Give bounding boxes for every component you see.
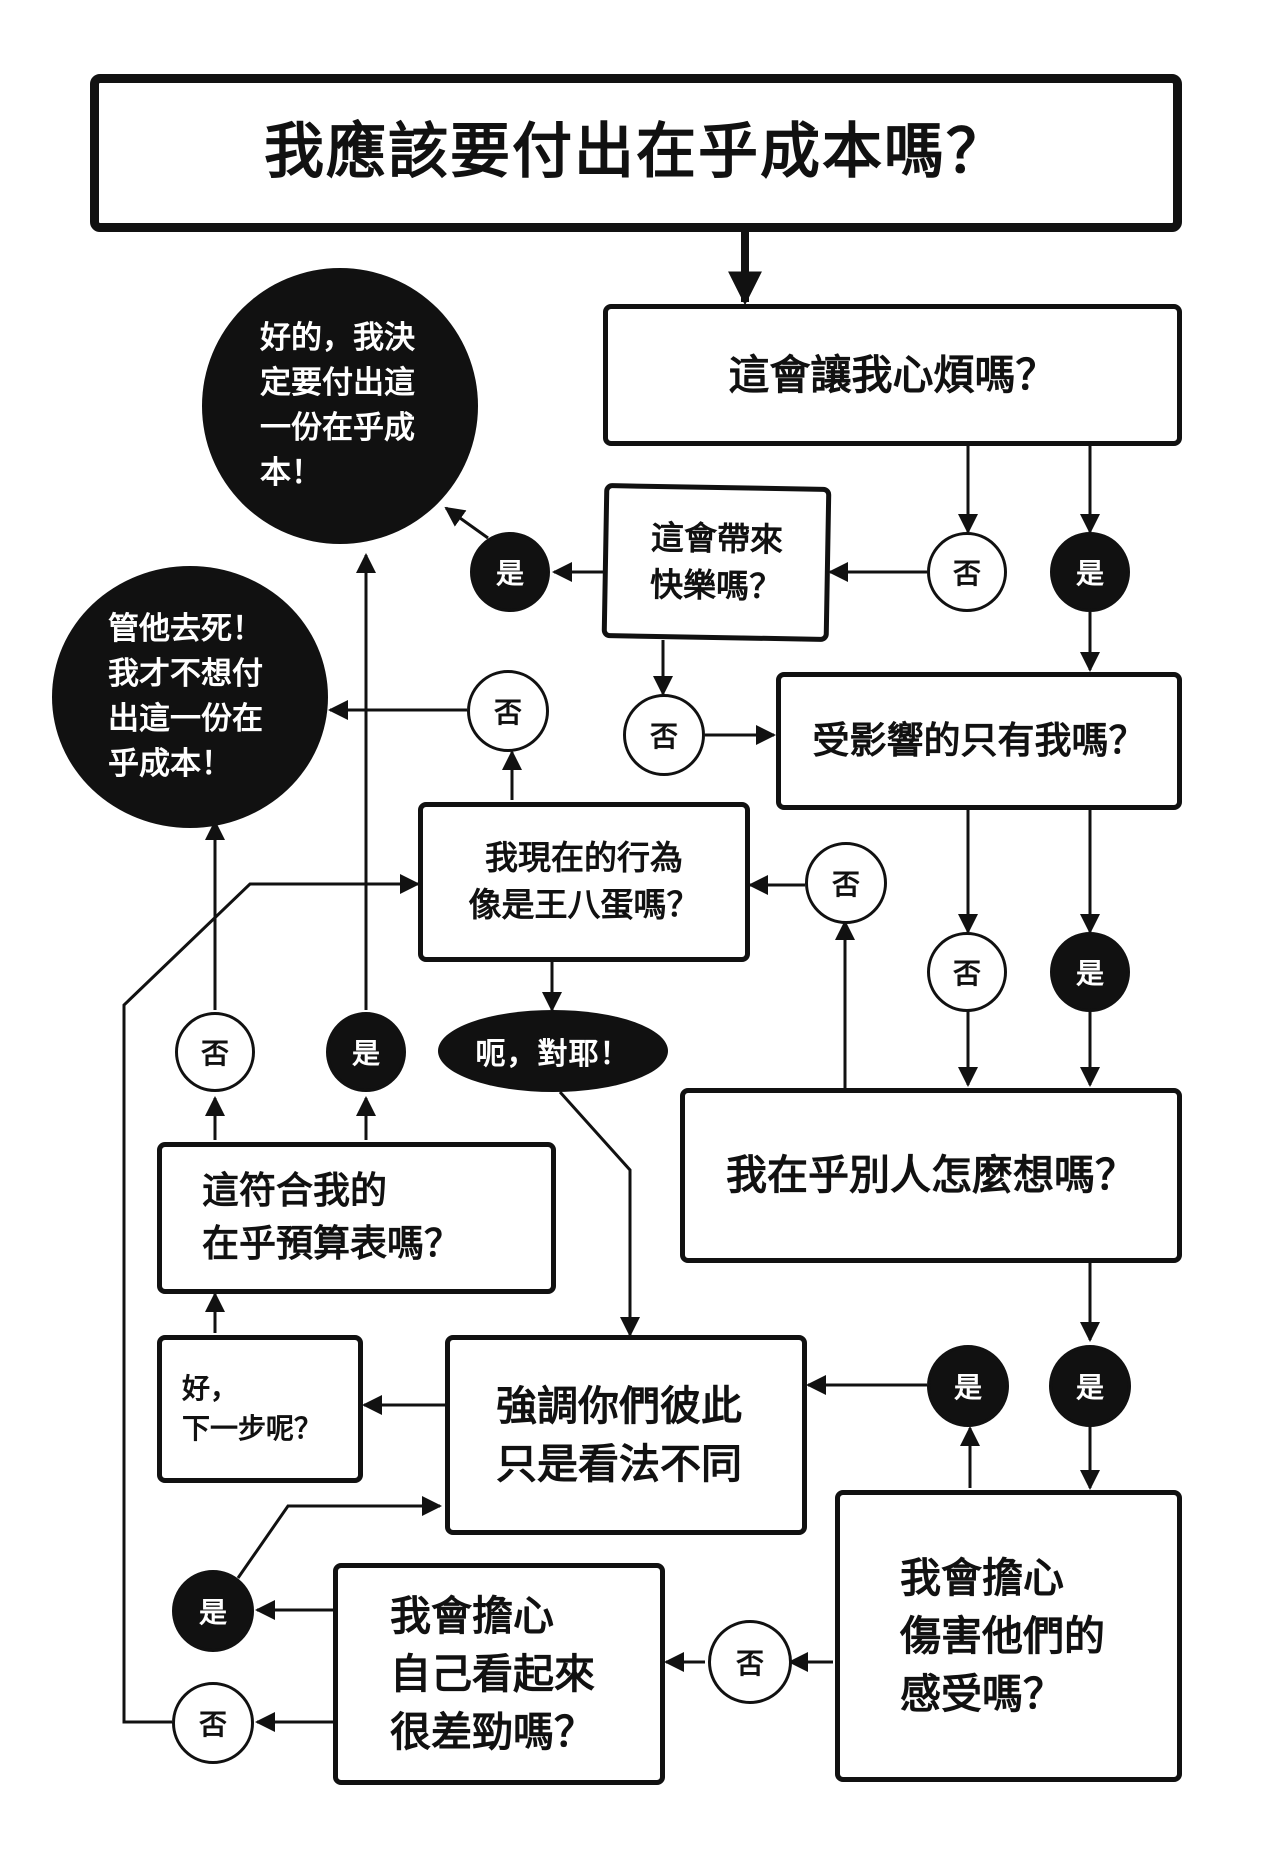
answer-yes-hurt-feelings: 是 <box>927 1345 1009 1427</box>
answer-no-label: 否 <box>735 1647 764 1680</box>
answer-yes-label: 是 <box>1075 1371 1104 1404</box>
answer-yes-care-others: 是 <box>1049 1345 1131 1427</box>
question-look-bad: 我會擔心 自己看起來 很差勁嗎？ <box>333 1563 665 1785</box>
answer-yes-label: 是 <box>953 1371 982 1404</box>
answer-yes-look-bad: 是 <box>172 1570 254 1652</box>
step-next: 好， 下一步呢？ <box>157 1335 363 1483</box>
page-title: 我應該要付出在乎成本嗎？ <box>90 74 1182 232</box>
answer-yes-only-me: 是 <box>1050 932 1130 1012</box>
question-happy-text: 這會帶來 快樂嗎？ <box>649 517 784 606</box>
answer-no-upset: 否 <box>927 532 1007 612</box>
question-hurt-feelings-text: 我會擔心 傷害他們的 感受嗎？ <box>900 1553 1105 1719</box>
outcome-pay: 好的，我決 定要付出這 一份在乎成 本！ <box>202 268 478 544</box>
step-next-text: 好， 下一步呢？ <box>182 1372 323 1445</box>
answer-yes-budget: 是 <box>326 1012 406 1092</box>
outcome-admit: 呃，對耶！ <box>438 1010 668 1092</box>
answer-no-label: 否 <box>649 720 678 753</box>
answer-no-label: 否 <box>952 957 981 990</box>
answer-yes-label: 是 <box>1075 557 1104 590</box>
answer-no-look-bad: 否 <box>172 1682 254 1764</box>
question-only-me: 受影響的只有我嗎？ <box>776 672 1182 810</box>
answer-no-label: 否 <box>200 1037 229 1070</box>
question-happy: 這會帶來 快樂嗎？ <box>601 483 832 642</box>
answer-no-label: 否 <box>831 868 860 901</box>
outcome-refuse-text: 管他去死！ 我才不想付 出這一份在 乎成本！ <box>108 611 263 782</box>
question-hurt-feelings: 我會擔心 傷害他們的 感受嗎？ <box>835 1490 1182 1782</box>
question-budget-text: 這符合我的 在乎預算表嗎？ <box>202 1169 461 1265</box>
question-only-me-text: 受影響的只有我嗎？ <box>812 718 1146 762</box>
outcome-refuse: 管他去死！ 我才不想付 出這一份在 乎成本！ <box>52 566 328 828</box>
answer-yes-label: 是 <box>198 1596 227 1629</box>
answer-yes-label: 是 <box>351 1037 380 1070</box>
answer-no-happy: 否 <box>623 694 705 776</box>
answer-yes-label: 是 <box>1075 957 1104 990</box>
answer-yes-upset: 是 <box>1050 532 1130 612</box>
answer-no-budget: 否 <box>175 1012 255 1092</box>
answer-yes-happy: 是 <box>470 532 550 612</box>
answer-no-label: 否 <box>493 696 522 729</box>
answer-yes-label: 是 <box>495 557 524 590</box>
outcome-admit-text: 呃，對耶！ <box>475 1037 631 1072</box>
question-upset: 這會讓我心煩嗎？ <box>603 304 1182 446</box>
answer-no-label: 否 <box>198 1708 227 1741</box>
question-jerk: 我現在的行為 像是王八蛋嗎？ <box>418 802 750 962</box>
step-emphasize-text: 強調你們彼此 只是看法不同 <box>496 1381 742 1488</box>
step-emphasize: 強調你們彼此 只是看法不同 <box>445 1335 807 1535</box>
outcome-pay-text: 好的，我決 定要付出這 一份在乎成 本！ <box>260 320 415 491</box>
title-text: 我應該要付出在乎成本嗎？ <box>264 117 1008 188</box>
answer-no-label: 否 <box>952 557 981 590</box>
question-upset-text: 這會讓我心煩嗎？ <box>728 350 1057 399</box>
question-look-bad-text: 我會擔心 自己看起來 很差勁嗎？ <box>390 1591 595 1757</box>
question-jerk-text: 我現在的行為 像是王八蛋嗎？ <box>468 838 700 924</box>
answer-no-jerk: 否 <box>467 670 549 752</box>
answer-no-only-me: 否 <box>927 932 1007 1012</box>
question-care-others: 我在乎別人怎麼想嗎？ <box>680 1088 1182 1263</box>
answer-no-care-others: 否 <box>805 842 887 924</box>
question-budget: 這符合我的 在乎預算表嗎？ <box>157 1142 556 1294</box>
question-care-others-text: 我在乎別人怎麼想嗎？ <box>726 1151 1136 1200</box>
answer-no-hurt-feelings: 否 <box>708 1620 792 1704</box>
